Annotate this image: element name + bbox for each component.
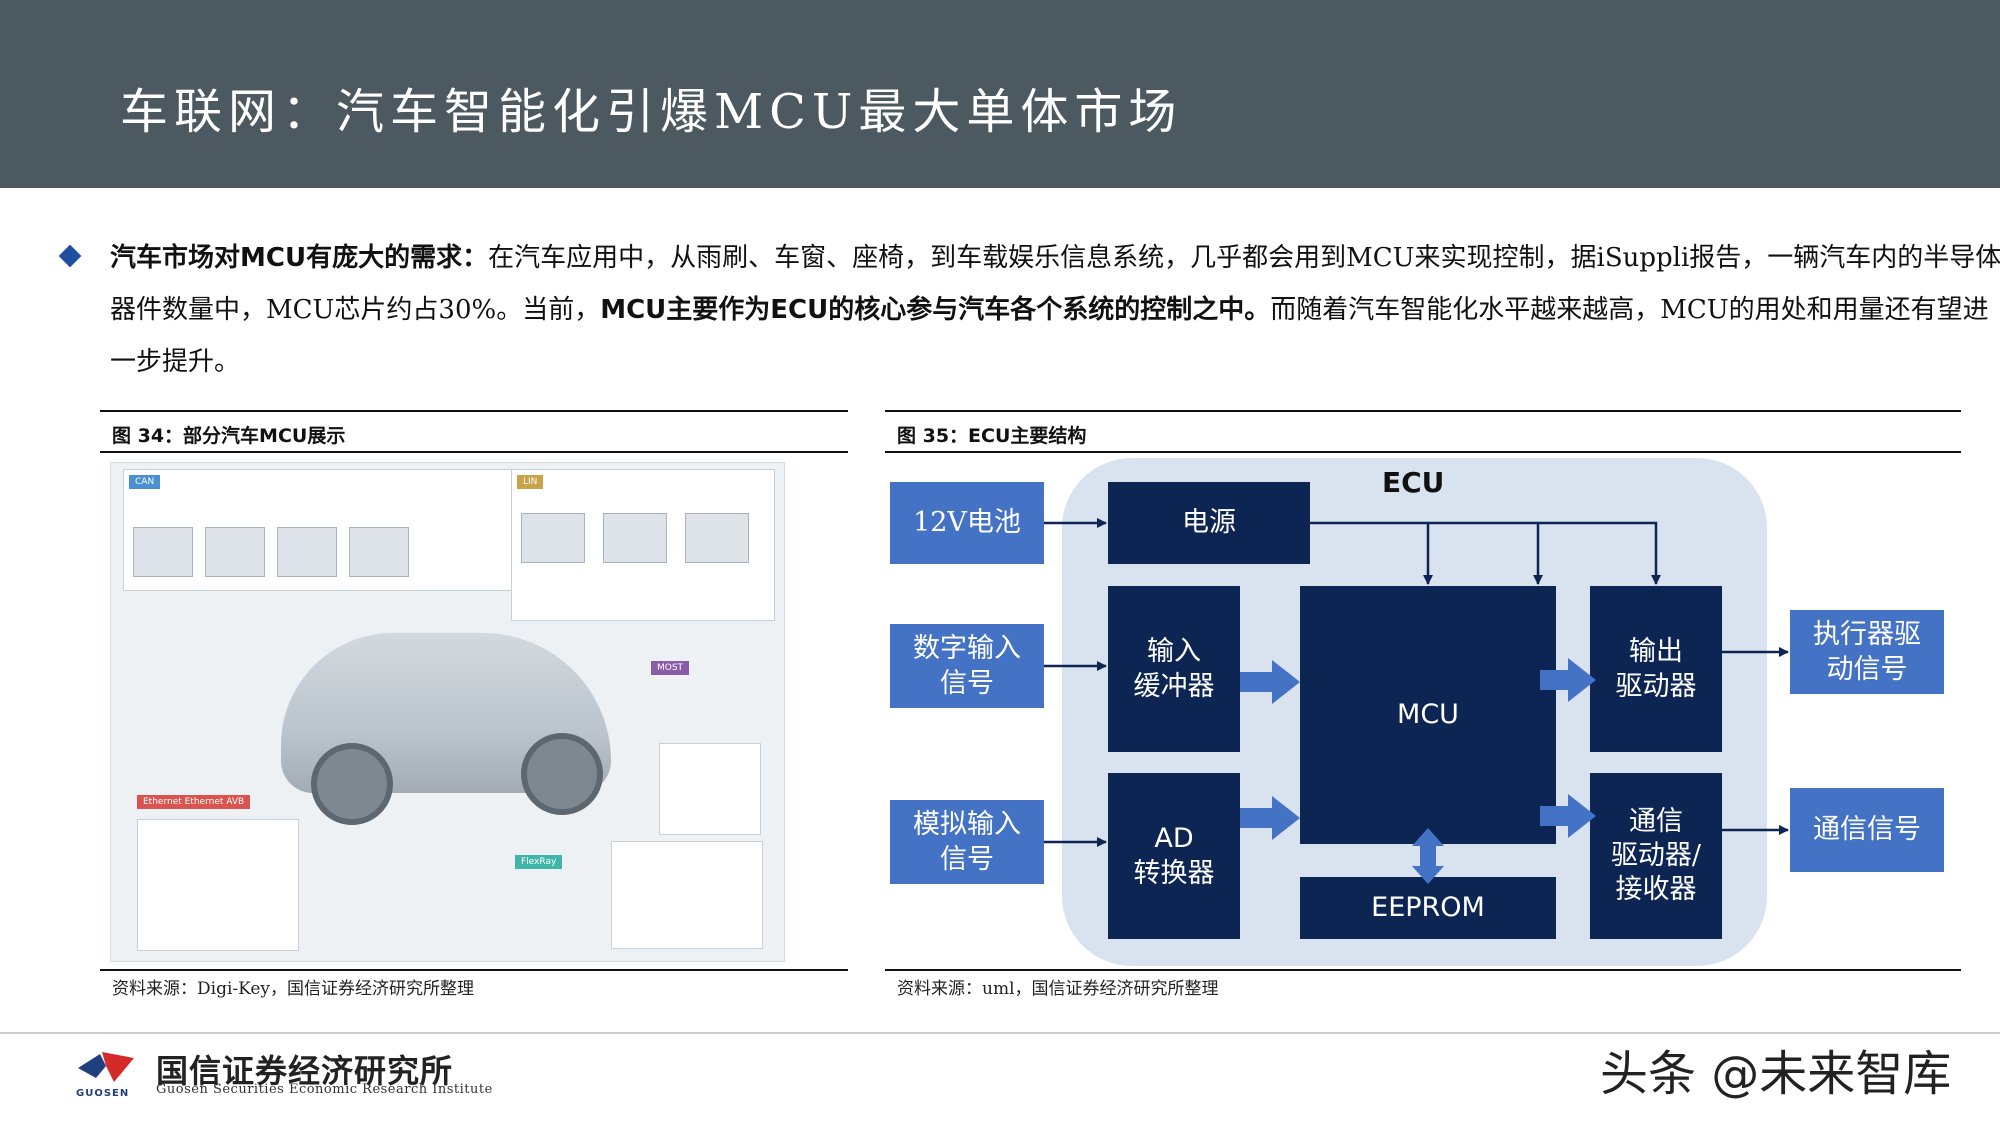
power-label: 电源 [1182, 507, 1236, 539]
most-panel [659, 743, 761, 835]
mcu-box: MCU [1300, 586, 1556, 844]
fig35-source: 资料来源：uml，国信证券经济研究所整理 [897, 979, 1219, 999]
ethernet-panel [137, 819, 299, 951]
comm-signal-box: 通信信号 [1790, 788, 1944, 872]
thumb [685, 513, 749, 563]
flexray-tag: FlexRay [515, 855, 563, 869]
battery-box: 12V电池 [890, 482, 1044, 564]
fig34-car-mcu-image: CAN LIN MOST Ethernet Ethernet AVB FlexR… [110, 462, 785, 962]
fig34-top-rule [100, 410, 848, 412]
thumb [603, 513, 667, 563]
fig34-source: 资料来源：Digi-Key，国信证券经济研究所整理 [112, 979, 475, 999]
lin-tag: LIN [517, 475, 544, 489]
thumb [133, 527, 193, 577]
power-box: 电源 [1108, 482, 1310, 564]
fig34-bottom-rule [100, 969, 848, 971]
input-buffer-label: 输入 缓冲器 [1133, 635, 1215, 702]
page-title: 车联网：汽车智能化引爆MCU最大单体市场 [120, 84, 1183, 140]
analog-input-box: 模拟输入 信号 [890, 800, 1044, 884]
logo-english-name: Guosen Securities Economic Research Inst… [156, 1082, 493, 1097]
ethernet-tag: Ethernet Ethernet AVB [137, 795, 251, 809]
header-bar: 车联网：汽车智能化引爆MCU最大单体市场 [0, 0, 2000, 188]
logo-chinese-name: 国信证券经济研究所 [156, 1052, 454, 1090]
thumb [205, 527, 265, 577]
fig34-title-rule [100, 451, 848, 453]
comm-driver-box: 通信 驱动器/ 接收器 [1590, 773, 1722, 939]
wheel [311, 743, 393, 825]
bullet-body-bold: MCU主要作为ECU的核心参与汽车各个系统的控制之中。 [600, 295, 1271, 325]
fig35-title-rule [885, 451, 1961, 453]
bullet-text: 汽车市场对MCU有庞大的需求：在汽车应用中，从雨刷、车窗、座椅，到车载娱乐信息系… [110, 232, 2000, 388]
guosen-logo-icon [78, 1052, 134, 1082]
actuator-signal-box: 执行器驱 动信号 [1790, 610, 1944, 694]
fig34-title: 图 34：部分汽车MCU展示 [112, 425, 346, 447]
ad-converter-label: AD 转换器 [1133, 822, 1215, 889]
analog-input-label: 模拟输入 信号 [913, 808, 1021, 875]
thumb [349, 527, 409, 577]
output-driver-box: 输出 驱动器 [1590, 586, 1722, 752]
output-driver-label: 输出 驱动器 [1615, 635, 1697, 702]
comm-signal-label: 通信信号 [1813, 814, 1921, 846]
logo-subtext: GUOSEN [76, 1088, 130, 1099]
actuator-signal-label: 执行器驱 动信号 [1813, 618, 1921, 685]
fig35-top-rule [885, 410, 1961, 412]
eeprom-label: EEPROM [1371, 892, 1485, 924]
wheel [521, 733, 603, 815]
ecu-label: ECU [1382, 466, 1445, 499]
eeprom-box: EEPROM [1300, 877, 1556, 939]
comm-driver-label: 通信 驱动器/ 接收器 [1610, 806, 1702, 905]
fig35-title: 图 35：ECU主要结构 [897, 425, 1087, 447]
mcu-label: MCU [1397, 699, 1459, 731]
watermark: 头条 @未来智库 [1600, 1046, 1952, 1102]
fig35-bottom-rule [885, 969, 1961, 971]
diamond-bullet-icon [58, 244, 82, 268]
bullet-body-1: 在汽车应用中，从雨刷、车窗、座椅，到车载娱乐信息系统，几乎都会用到MCU来实现控… [110, 243, 2000, 325]
can-tag: CAN [129, 475, 161, 489]
thumb [277, 527, 337, 577]
digital-input-label: 数字输入 信号 [913, 632, 1021, 699]
battery-label: 12V电池 [913, 507, 1021, 539]
most-tag: MOST [651, 661, 690, 675]
bullet-body-3: 而随着汽车智能化水平越来越高，MCU的用处和用量还有望进一步提升。 [110, 295, 1989, 377]
thumb [521, 513, 585, 563]
footer-rule [0, 1032, 2000, 1034]
digital-input-box: 数字输入 信号 [890, 624, 1044, 708]
input-buffer-box: 输入 缓冲器 [1108, 586, 1240, 752]
flexray-panel [611, 841, 763, 949]
bullet-lead: 汽车市场对MCU有庞大的需求： [110, 243, 489, 273]
ad-converter-box: AD 转换器 [1108, 773, 1240, 939]
